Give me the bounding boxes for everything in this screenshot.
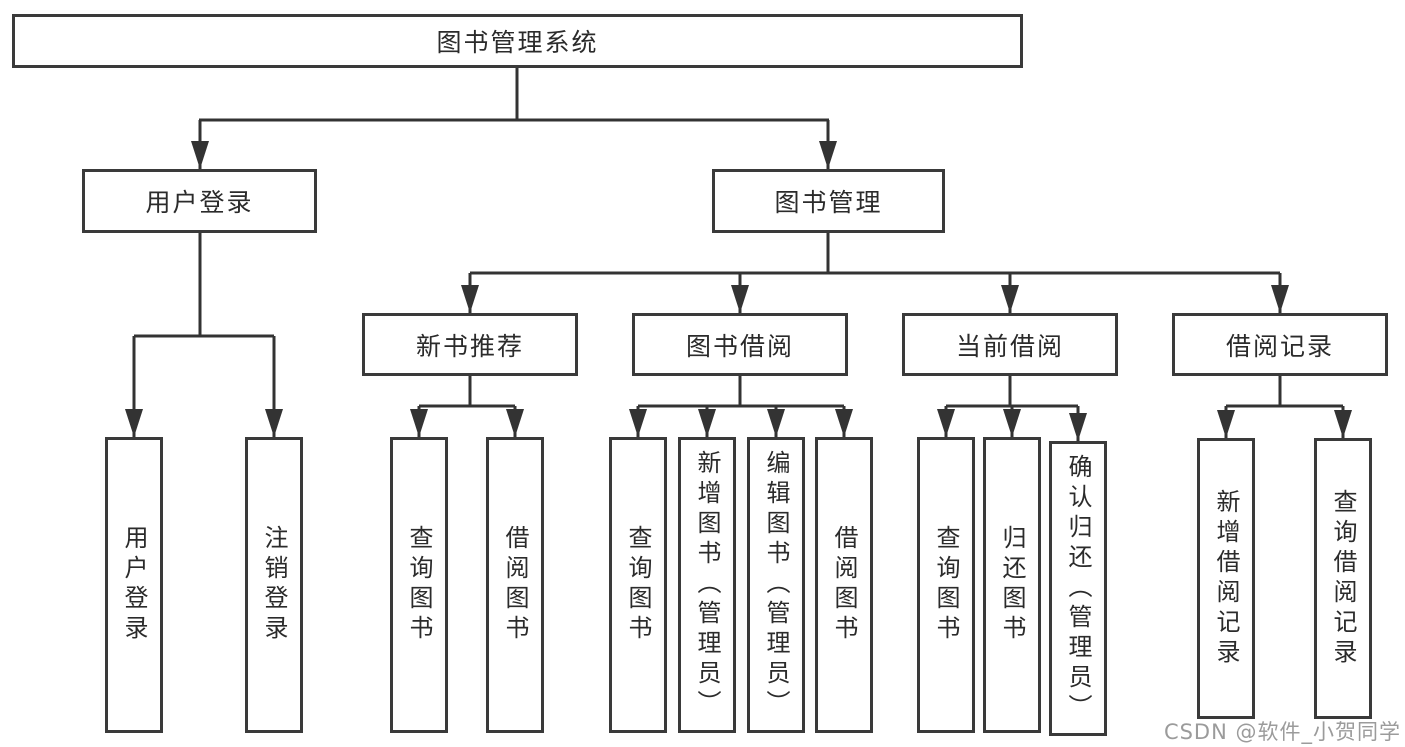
- leaf-bb-borrow-books: 借阅图书: [815, 437, 873, 733]
- node-library-system: 图书管理系统: [12, 14, 1023, 68]
- leaf-br-query-record: 查询借阅记录: [1314, 438, 1372, 719]
- leaf-bb-add-book-admin: 新增图书（管理员）: [678, 437, 736, 733]
- leaf-cb-query-books: 查询图书: [917, 437, 975, 733]
- leaf-user-login: 用户登录: [105, 437, 163, 733]
- node-book-management: 图书管理: [712, 169, 945, 233]
- leaf-nb-query-books: 查询图书: [390, 437, 448, 733]
- leaf-br-add-record: 新增借阅记录: [1197, 438, 1255, 719]
- leaf-nb-borrow-books: 借阅图书: [486, 437, 544, 733]
- node-current-borrow: 当前借阅: [902, 313, 1118, 376]
- node-new-book-recommend: 新书推荐: [362, 313, 578, 376]
- leaf-logout: 注销登录: [245, 437, 303, 733]
- node-book-borrow: 图书借阅: [632, 313, 848, 376]
- csdn-watermark: CSDN @软件_小贺同学: [1163, 720, 1401, 744]
- leaf-bb-query-books: 查询图书: [609, 437, 667, 733]
- leaf-cb-confirm-return-admin: 确认归还（管理员）: [1049, 441, 1107, 736]
- node-borrow-records: 借阅记录: [1172, 313, 1388, 376]
- leaf-cb-return-book: 归还图书: [983, 437, 1041, 733]
- node-user-login: 用户登录: [82, 169, 317, 233]
- leaf-bb-edit-book-admin: 编辑图书（管理员）: [747, 437, 805, 733]
